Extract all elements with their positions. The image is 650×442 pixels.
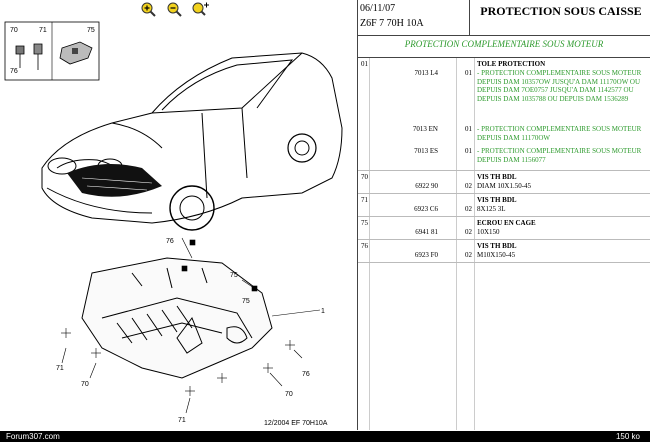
row-divider (358, 216, 650, 217)
part-index: 70 (361, 173, 368, 181)
callout-70-a: 70 (81, 381, 89, 388)
part-description: ECROU EN CAGE (477, 219, 536, 227)
part-description: M10X150-45 (477, 251, 516, 259)
inset-label-71: 71 (39, 27, 47, 34)
callout-75-b: 75 (242, 298, 250, 305)
part-number: 6923 F0 (414, 251, 438, 259)
inset-label-76: 76 (10, 68, 18, 75)
part-index: 01 (361, 60, 368, 68)
part-index: 76 (361, 242, 368, 250)
callout-76-b: 76 (302, 371, 310, 378)
part-quantity: 01 (465, 125, 472, 133)
zoom-out-icon[interactable] (166, 2, 184, 17)
part-number: 6923 C6 (414, 205, 438, 213)
subtitle-rule (358, 57, 650, 58)
part-quantity: 02 (465, 251, 472, 259)
section-subtitle: PROTECTION COMPLEMENTAIRE SOUS MOTEUR (404, 39, 604, 49)
part-number: 6922 90 (415, 182, 438, 190)
part-index: 75 (361, 219, 368, 227)
part-description: TOLE PROTECTION (477, 60, 546, 68)
part-description: VIS TH BDL (477, 196, 517, 204)
site-credit: Forum307.com (6, 432, 60, 441)
drawing-footer: 12/2004 EF 70H10A (264, 420, 328, 427)
callout-71-b: 71 (178, 417, 186, 424)
part-number: 6941 81 (415, 228, 438, 236)
column-divider (456, 58, 457, 430)
parts-diagram: 70 71 76 75 (4, 21, 343, 427)
part-index: 71 (361, 196, 368, 204)
engine-guard-highlight (67, 164, 162, 197)
callout-75-a: 75 (230, 272, 238, 279)
callout-1: 1 (321, 308, 325, 315)
header-reference: Z6F 7 70H 10A (360, 18, 424, 29)
toolbar (140, 2, 210, 18)
status-bar: Forum307.com 150 ko (0, 431, 650, 442)
part-quantity: 02 (465, 182, 472, 190)
part-description: 10X150 (477, 228, 500, 236)
fastener-inset: 70 71 76 75 (4, 21, 100, 81)
part-quantity: 02 (465, 205, 472, 213)
car-illustration (41, 52, 343, 231)
guard-plate-illustration (81, 257, 273, 379)
part-description: 8X125 3L (477, 205, 506, 213)
column-divider (369, 58, 370, 430)
file-size: 150 ko (615, 432, 640, 441)
part-number: 7013 L4 (414, 69, 438, 77)
inset-label-70: 70 (10, 27, 18, 34)
part-quantity: 01 (465, 69, 472, 77)
parts-list-panel: 06/11/07 Z6F 7 70H 10A PROTECTION SOUS C… (357, 0, 650, 430)
part-quantity: 02 (465, 228, 472, 236)
row-divider (358, 239, 650, 240)
callouts: 1 76 75 75 71 70 76 70 (56, 237, 325, 424)
row-divider (358, 262, 650, 263)
column-divider (474, 58, 475, 430)
callout-70-b: 70 (285, 391, 293, 398)
callout-76: 76 (166, 238, 174, 245)
part-description: VIS TH BDL (477, 173, 517, 181)
row-divider (358, 193, 650, 194)
header-rule (358, 35, 650, 36)
callout-71-a: 71 (56, 365, 64, 372)
part-quantity: 01 (465, 147, 472, 155)
zoom-fit-icon[interactable] (192, 2, 210, 17)
zoom-in-icon[interactable] (140, 2, 158, 17)
part-number: 7013 ES (414, 147, 438, 155)
inset-label-75: 75 (87, 27, 95, 34)
part-number: 7013 EN (412, 125, 438, 133)
page-title: PROTECTION SOUS CAISSE (480, 4, 642, 18)
part-description: VIS TH BDL (477, 242, 517, 250)
header-divider (469, 0, 470, 35)
part-description: - PROTECTION COMPLEMENTAIRE SOUS MOTEUR … (477, 69, 642, 103)
part-description: DIAM 10X1.50-45 (477, 182, 532, 190)
row-divider (358, 170, 650, 171)
part-description: - PROTECTION COMPLEMENTAIRE SOUS MOTEUR … (477, 147, 642, 164)
header-date: 06/11/07 (360, 3, 396, 14)
part-description: - PROTECTION COMPLEMENTAIRE SOUS MOTEUR … (477, 125, 642, 142)
